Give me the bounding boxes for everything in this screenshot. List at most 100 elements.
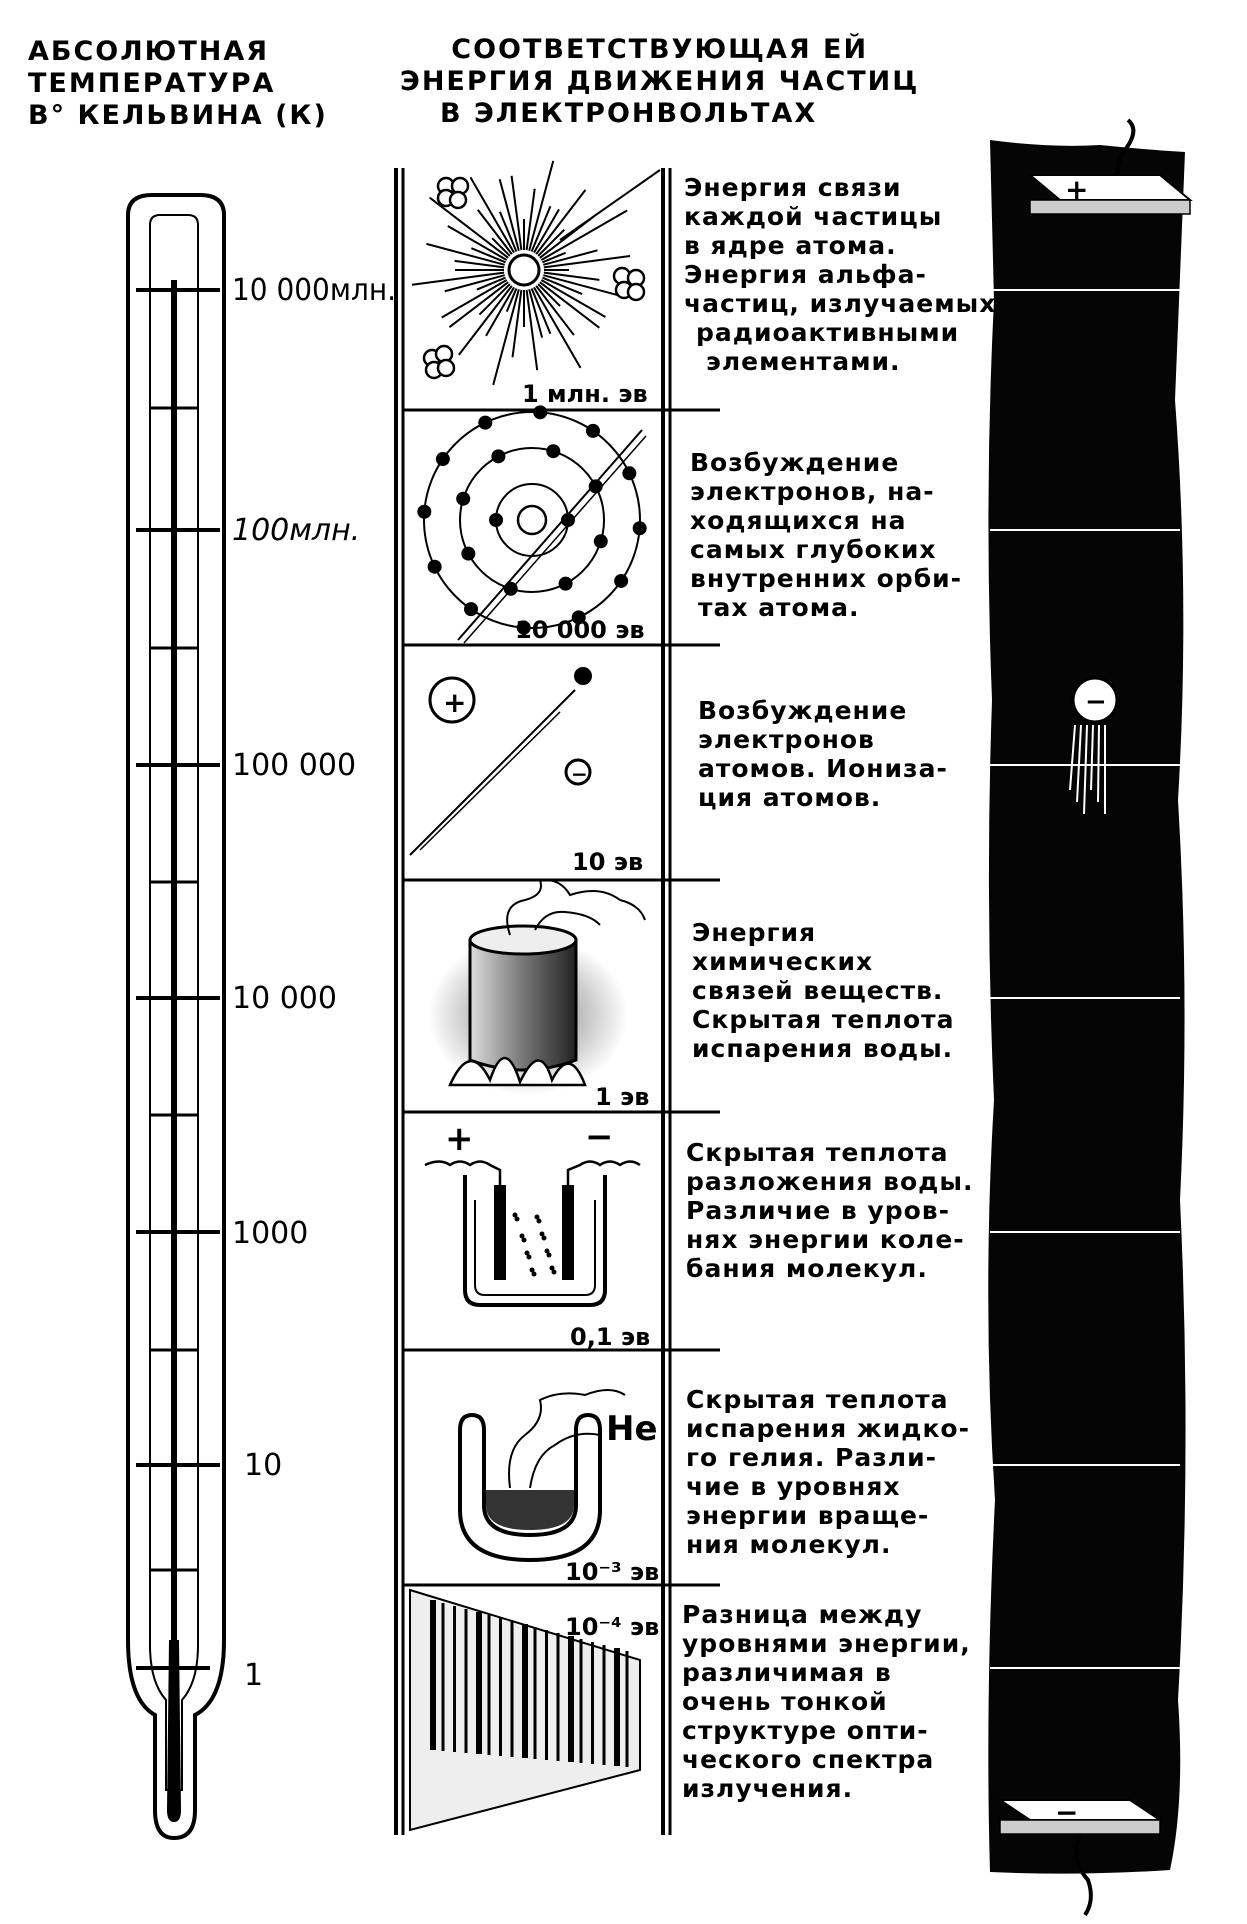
burst-ray — [454, 259, 505, 269]
electron — [435, 452, 450, 467]
burst-ray — [530, 205, 552, 252]
row-3-line-2: электронов — [698, 725, 875, 754]
burst-ray — [485, 286, 515, 337]
electron — [464, 602, 479, 617]
row-4-line-3: связей веществ. — [692, 976, 944, 1005]
row-4-line-1: Энергия — [692, 918, 817, 947]
panel-ionization: + − 10 эв — [409, 667, 643, 876]
energy-label-1: 1 млн. эв — [522, 380, 648, 408]
electron — [461, 546, 476, 561]
row-6-line-5: энергии враще- — [686, 1501, 930, 1530]
row-5-description: Скрытая теплота разложения воды. Различи… — [686, 1138, 996, 1283]
negative-wire — [1074, 1833, 1093, 1917]
energy-label-6: 10⁻³ эв — [565, 1558, 659, 1586]
spectral-line — [602, 1645, 606, 1765]
burst-ray — [543, 271, 600, 281]
temperature-header-line-2: ТЕМПЕРАТУРА — [28, 68, 276, 99]
burst-ray — [535, 189, 587, 255]
row-1-line-5: частиц, излучаемых — [684, 289, 997, 318]
burst-ray — [498, 211, 518, 252]
row-5-line-1: Скрытая теплота — [686, 1138, 949, 1167]
row-2-line-6: тах атома. — [698, 593, 860, 622]
temp-label-1000: 1000 — [232, 1216, 308, 1251]
row-1-line-4: Энергия альфа- — [684, 260, 927, 289]
beaker — [463, 1175, 607, 1307]
burst-ray — [533, 286, 582, 369]
bubble — [521, 1237, 527, 1243]
bubble — [551, 1269, 557, 1275]
burst-ray — [411, 271, 505, 286]
steam-2 — [534, 910, 601, 931]
positive-ion-sign: + — [443, 686, 466, 719]
electrode-left — [494, 1185, 506, 1280]
spectral-line — [453, 1606, 456, 1752]
burst-ray-long — [559, 169, 661, 241]
row-1-line-6: радиоактивными — [696, 318, 960, 347]
spectral-line — [487, 1615, 491, 1755]
burst-ray — [476, 209, 513, 255]
bubble — [514, 1216, 520, 1222]
flying-electron-sign: − — [1085, 687, 1107, 717]
electron — [417, 504, 432, 519]
energy-label-5: 0,1 эв — [570, 1323, 650, 1351]
energy-header-line-3: В ЭЛЕКТРОНВОЛЬТАХ — [440, 98, 818, 129]
bubble — [549, 1265, 555, 1271]
energy-header-line-2: ЭНЕРГИЯ ДВИЖЕНИЯ ЧАСТИЦ — [400, 66, 920, 97]
burst-ray — [478, 283, 511, 316]
electron — [558, 576, 573, 591]
row-3-description: Возбуждение электронов атомов. Иониза- ц… — [698, 696, 1008, 812]
row-6-line-6: ния молекул. — [686, 1530, 892, 1559]
energy-header-line-1: СООТВЕТСТВУЮЩАЯ ЕЙ — [451, 34, 869, 65]
orbit-middle — [459, 447, 605, 593]
row-2-description: Возбуждение электронов, на- ходящихся на… — [690, 448, 1000, 622]
burst-ray — [426, 242, 505, 266]
electron — [491, 449, 506, 464]
electron — [546, 444, 561, 459]
spectral-line — [464, 1609, 468, 1753]
row-6-description: Скрытая теплота испарения жидко- го гели… — [686, 1385, 996, 1559]
spectral-line — [522, 1624, 528, 1758]
particle-track — [457, 429, 643, 641]
orbit-outer — [423, 411, 641, 629]
helium-vapor-2 — [529, 1432, 601, 1489]
burst-ray — [476, 276, 506, 291]
row-2-line-3: ходящихся на — [690, 506, 907, 535]
can-body — [468, 938, 578, 1072]
burst-ray — [525, 289, 539, 371]
burst-ray — [535, 285, 575, 336]
bubble — [524, 1250, 530, 1256]
row-4-line-5: испарения воды. — [692, 1034, 954, 1063]
burst-ray — [543, 255, 631, 269]
bubbles — [512, 1212, 557, 1277]
bubble — [541, 1235, 547, 1241]
burst-ray — [505, 288, 518, 312]
burst-ray — [510, 175, 523, 251]
row-1-description: Энергия связи каждой частицы в ядре атом… — [684, 173, 997, 376]
electron — [489, 513, 503, 527]
bubble — [544, 1248, 550, 1254]
electron — [622, 466, 637, 481]
burst-ray — [539, 281, 600, 329]
temperature-header-line-1: АБСОЛЮТНАЯ — [28, 36, 270, 67]
row-7-line-5: структуре опти- — [682, 1716, 929, 1745]
electron — [533, 405, 548, 420]
burst-ray — [543, 249, 598, 266]
free-electron-sign: − — [571, 762, 588, 786]
electrode-right — [562, 1185, 574, 1280]
positive-plate — [1027, 174, 1193, 201]
mercury-bulb — [167, 1640, 181, 1822]
row-4-description: Энергия химических связей веществ. Скрыт… — [692, 918, 1002, 1063]
burst-ray — [528, 160, 555, 251]
atom-nucleus — [516, 504, 548, 536]
burst-ray — [542, 276, 583, 296]
thermometer: 10 000млн. 100млн. 100 000 10 000 1000 1… — [126, 193, 396, 1841]
row-6-line-1: Скрытая теплота — [686, 1385, 949, 1414]
row-5-line-5: бания молекул. — [686, 1254, 928, 1283]
thermometer-inner-outline — [149, 214, 199, 1791]
electron — [516, 620, 531, 635]
bubble — [531, 1271, 537, 1277]
burst-ray — [533, 208, 560, 254]
burst-ray — [540, 279, 606, 318]
panel-atom-orbits: 10 000 эв — [417, 405, 647, 644]
